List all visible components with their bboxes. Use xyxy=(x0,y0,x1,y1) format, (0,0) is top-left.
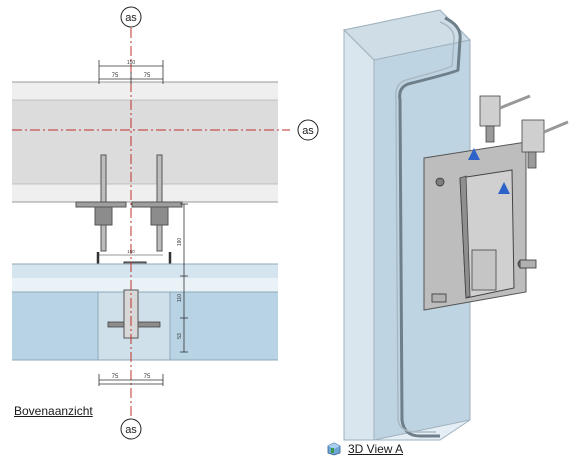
vertical-dimensions xyxy=(180,203,188,353)
dim-mid: 150 xyxy=(127,249,135,254)
view-3d-caption: 3D View A xyxy=(348,442,404,456)
dim-bottom-left: 75 xyxy=(112,374,119,380)
wall-side-face xyxy=(343,28,375,441)
dim-vertical-2: 110 xyxy=(177,294,183,302)
dim-top-right: 75 xyxy=(144,73,151,79)
dim-vertical-3: 53 xyxy=(177,333,183,339)
view-3d-svg xyxy=(342,9,569,441)
dim-top-total: 150 xyxy=(127,60,136,66)
bracket-side xyxy=(459,175,471,299)
wall-bottom-band xyxy=(12,184,278,202)
plan-drawing: 150 75 75 75 75 150 190 110 53 as xyxy=(12,6,319,440)
dim-vertical-1: 190 xyxy=(177,238,183,247)
axis-marker-bottom: as xyxy=(120,418,142,440)
top-dimensions xyxy=(98,60,164,84)
marker-triangle-1 xyxy=(468,148,480,160)
glass-edge-band xyxy=(12,278,278,292)
dim-bottom-right: 75 xyxy=(144,374,151,380)
svg-text:as: as xyxy=(125,12,137,24)
wall-core xyxy=(12,100,278,184)
bottom-dimensions xyxy=(98,374,164,386)
3d-view-icon xyxy=(327,442,341,456)
glass-top-band xyxy=(12,264,278,278)
axis-marker-top: as xyxy=(120,6,142,28)
marker-triangle-2 xyxy=(498,182,510,194)
plan-view-title: Bovenaanzicht xyxy=(14,404,93,418)
top-clips xyxy=(479,95,545,169)
plan-drawing-svg: 150 75 75 75 75 150 190 110 53 as xyxy=(12,6,319,440)
dim-top-left: 75 xyxy=(112,73,119,79)
threaded-rods xyxy=(499,94,569,134)
wall-top-band xyxy=(12,82,278,100)
frame-tube-highlight xyxy=(394,21,455,433)
bolts xyxy=(431,177,537,303)
bracket-lower-plate xyxy=(471,249,497,291)
view-3d-link[interactable]: 3D View A xyxy=(326,442,403,456)
svg-text:as: as xyxy=(125,424,137,436)
anchor-bolts xyxy=(75,154,183,252)
view-3d-panel: 3D View A xyxy=(290,0,572,462)
